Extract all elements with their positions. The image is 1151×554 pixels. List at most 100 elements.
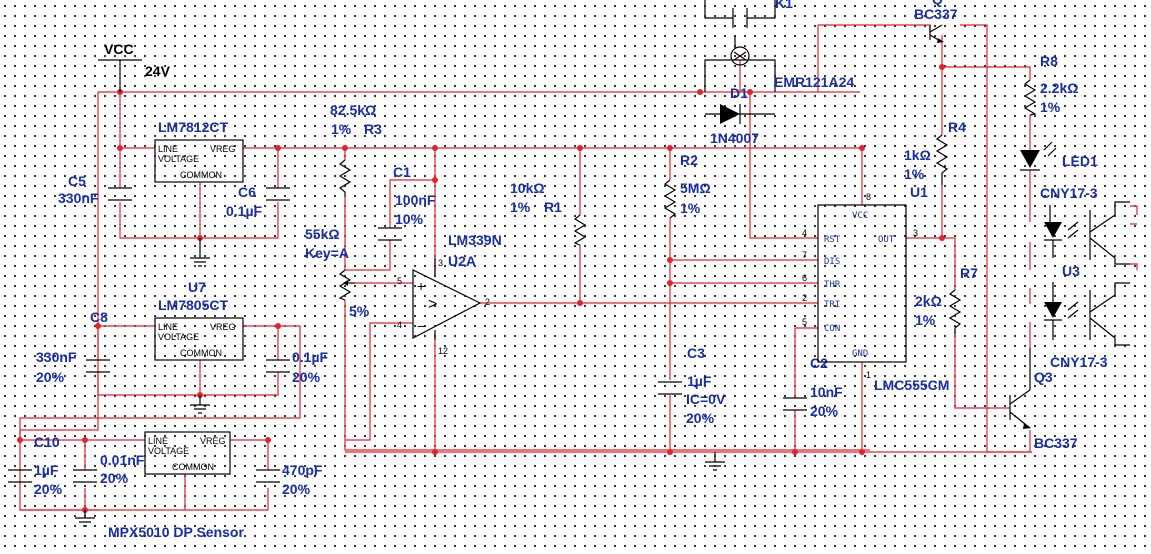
comparator-lm339: + − > 5 4 2 3 12 LM339N U2A	[397, 232, 502, 356]
svg-text:C8: C8	[90, 309, 108, 325]
svg-text:1kΩ: 1kΩ	[904, 147, 931, 163]
svg-text:24V: 24V	[145, 63, 171, 79]
svg-text:RST: RST	[824, 235, 841, 245]
svg-text:VOLTAGE: VOLTAGE	[158, 154, 199, 164]
svg-text:Q3: Q3	[1034, 369, 1053, 385]
svg-text:CNY17-3: CNY17-3	[1040, 185, 1098, 201]
resistor-r3: 82.5kΩ 1% R3	[330, 102, 382, 195]
svg-text:U2A: U2A	[448, 253, 476, 269]
svg-text:VOLTAGE: VOLTAGE	[158, 332, 199, 342]
svg-text:Q: Q	[932, 0, 943, 7]
capacitor-c10b: 0.01nF 20%	[73, 452, 145, 486]
svg-text:EMR121A24: EMR121A24	[774, 74, 854, 90]
capacitor-c1: C1 100nF 10%	[378, 164, 436, 241]
svg-text:7: 7	[802, 250, 807, 260]
svg-text:LINE: LINE	[158, 144, 178, 154]
svg-text:2: 2	[802, 293, 807, 303]
svg-text:20%: 20%	[686, 410, 715, 426]
wires	[19, 24, 1032, 511]
svg-text:C2: C2	[810, 355, 828, 371]
svg-text:1: 1	[866, 370, 871, 380]
svg-text:1µF: 1µF	[687, 373, 712, 389]
svg-text:5: 5	[397, 276, 402, 286]
capacitor-c10c: 470pF 20%	[256, 462, 323, 497]
svg-text:12: 12	[438, 346, 448, 356]
svg-text:10kΩ: 10kΩ	[510, 180, 545, 196]
svg-text:10%: 10%	[395, 211, 424, 227]
svg-text:3: 3	[438, 258, 443, 268]
svg-text:1%: 1%	[331, 121, 352, 137]
svg-text:K1: K1	[775, 0, 793, 11]
svg-text:R1: R1	[544, 199, 562, 215]
svg-text:COMMON: COMMON	[180, 348, 222, 358]
diode-d1: D1 1N4007	[705, 85, 775, 146]
svg-text:+: +	[417, 278, 425, 294]
svg-text:>: >	[428, 296, 437, 313]
svg-text:10nF: 10nF	[810, 384, 843, 400]
svg-text:1%: 1%	[680, 200, 701, 216]
capacitor-c6: C6 0.1µF	[226, 184, 290, 219]
svg-text:1%: 1%	[510, 199, 531, 215]
svg-text:55kΩ: 55kΩ	[305, 226, 340, 242]
capacitor-c3: C3 1µF IC=0V 20%	[658, 345, 726, 426]
svg-text:3: 3	[913, 228, 918, 238]
svg-text:C3: C3	[687, 345, 705, 361]
svg-text:0.1µF: 0.1µF	[226, 203, 263, 219]
svg-text:GND: GND	[852, 349, 868, 359]
capacitor-c8: C8 330nF 20%	[36, 309, 110, 385]
potentiometer: 55kΩ Key=A 5%	[305, 226, 370, 319]
svg-text:VCC: VCC	[104, 41, 134, 57]
svg-text:VOLTAGE: VOLTAGE	[148, 446, 189, 456]
svg-text:C1: C1	[393, 164, 411, 180]
svg-text:20%: 20%	[810, 403, 839, 419]
resistor-r7: R7 2kΩ 1%	[915, 265, 978, 334]
svg-text:LM339N: LM339N	[448, 232, 502, 248]
transistor-top: Q BC337	[914, 0, 958, 43]
svg-text:R7: R7	[960, 265, 978, 281]
capacitor-c10: C10 1µF 20%	[8, 434, 63, 497]
svg-text:TRI: TRI	[824, 300, 840, 310]
svg-text:VREG: VREG	[200, 436, 226, 446]
svg-text:LM7812CT: LM7812CT	[158, 119, 228, 135]
svg-text:5MΩ: 5MΩ	[680, 180, 711, 196]
svg-text:CNY17-3: CNY17-3	[1050, 354, 1108, 370]
vcc-symbol: VCC 24V	[98, 41, 171, 92]
svg-text:R4: R4	[948, 119, 966, 135]
svg-text:C5: C5	[68, 173, 86, 189]
capacitor-c8b: 0.1µF 20%	[266, 349, 329, 385]
svg-text:R3: R3	[364, 121, 382, 137]
capacitor-c2: C2 10nF 20%	[783, 355, 843, 419]
svg-text:U1: U1	[910, 184, 928, 200]
relay-coil: K1 EMR121A24	[704, 0, 854, 92]
svg-text:OUT: OUT	[878, 235, 895, 245]
resistor-r8: R8 2.2kΩ 1%	[1023, 53, 1078, 116]
capacitor-c5: C5 330nF	[58, 173, 132, 206]
svg-text:0.1µF: 0.1µF	[292, 349, 329, 365]
svg-text:THR: THR	[824, 280, 841, 290]
svg-text:82.5kΩ: 82.5kΩ	[330, 102, 376, 118]
svg-text:DIS: DIS	[824, 257, 840, 267]
svg-text:IC=0V: IC=0V	[686, 391, 726, 407]
svg-text:1µF: 1µF	[34, 462, 59, 478]
svg-text:C6: C6	[238, 184, 256, 200]
svg-text:20%: 20%	[36, 369, 65, 385]
resistor-r2: R2 5MΩ 1%	[663, 152, 711, 219]
svg-text:VREG: VREG	[210, 144, 236, 154]
svg-text:20%: 20%	[100, 470, 129, 486]
svg-text:LINE: LINE	[158, 322, 178, 332]
sensor-label: MPX5010 DP Sensor	[108, 524, 244, 540]
svg-text:LMC555CM: LMC555CM	[874, 377, 949, 393]
resistor-r4: R4 1kΩ 1%	[904, 119, 966, 185]
svg-text:VREG: VREG	[210, 322, 236, 332]
svg-text:330nF: 330nF	[36, 349, 77, 365]
svg-text:BC337: BC337	[1034, 435, 1078, 451]
svg-text:100nF: 100nF	[395, 192, 436, 208]
svg-text:2.2kΩ: 2.2kΩ	[1040, 80, 1078, 96]
svg-text:4: 4	[802, 228, 807, 238]
svg-text:330nF: 330nF	[58, 190, 99, 206]
ground-symbols	[75, 238, 725, 527]
